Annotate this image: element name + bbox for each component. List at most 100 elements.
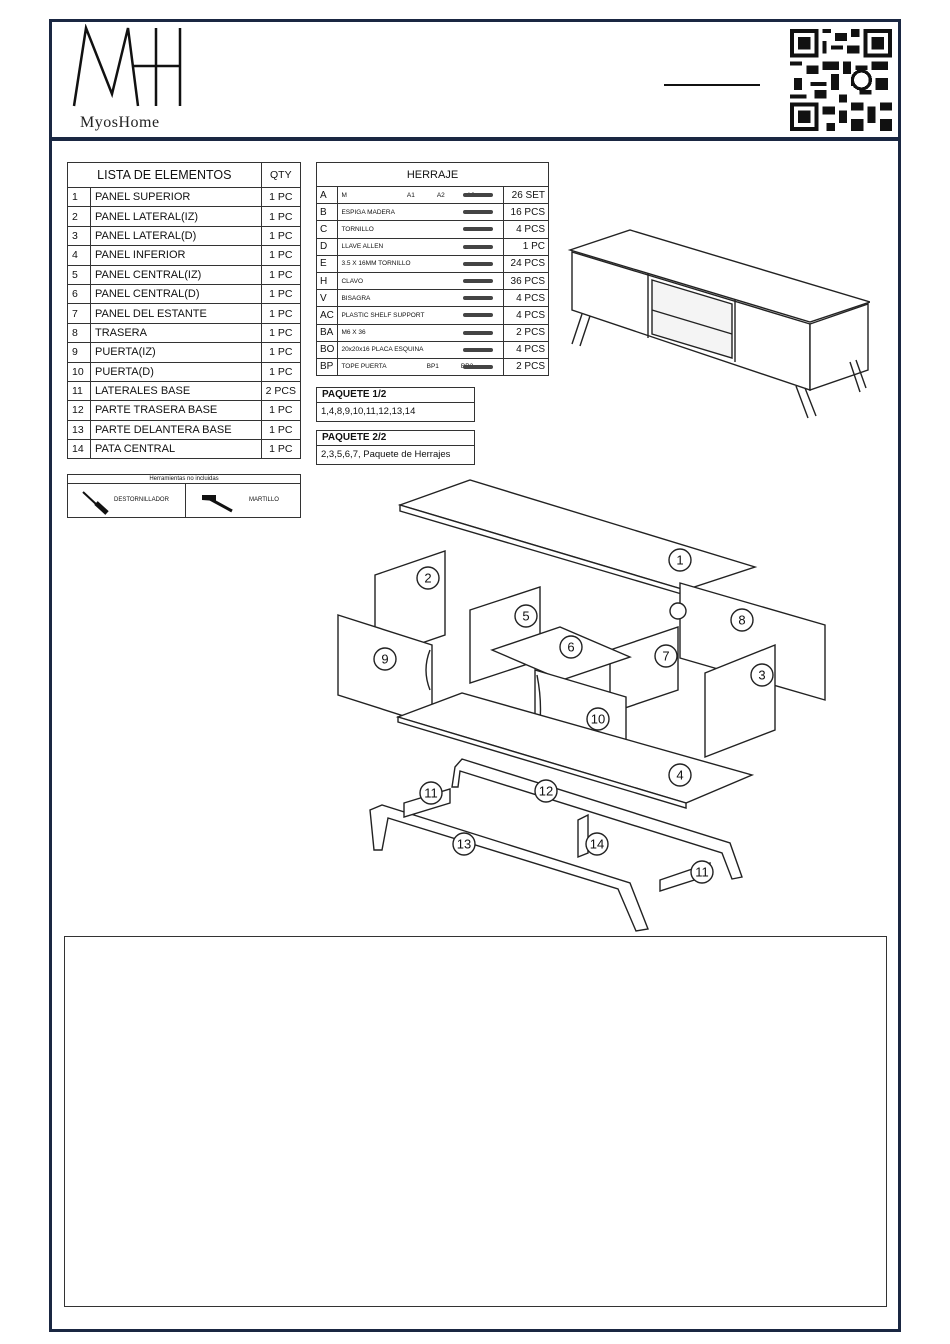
part-callout-number: 8 [738,613,745,628]
hardware-description: M6 X 36 [341,329,366,337]
hardware-row: AMA1A2A326 SET [315,185,549,205]
elements-list-name: PARTE DELANTERA BASE [90,419,262,441]
elements-list-name: PANEL LATERAL(IZ) [90,206,262,227]
hardware-code: H [315,271,339,291]
tool-label-screwdriver: DESTORNILLADOR [114,497,169,503]
hardware-code: AC [315,306,339,325]
elements-list-number: 3 [67,225,91,247]
hardware-description: PLASTIC SHELF SUPPORT [341,311,425,319]
hardware-qty: 4 PCS [503,220,549,239]
part-callout-number: 10 [591,712,605,727]
elements-list-qty: 1 PC [260,264,302,285]
part-callout-number: 11 [424,786,438,801]
part-callout: 1 [668,548,692,572]
part-callout-number: 1 [676,553,683,568]
part-14-center-leg [577,813,589,859]
hardware-code: BO [315,340,339,359]
elements-list-name: PATA CENTRAL [90,439,262,460]
hardware-qty: 2 PCS [503,357,549,377]
elements-list-qty: 1 PC [260,225,302,247]
small-screw-icon [463,261,493,266]
elements-list-name: PANEL CENTRAL(IZ) [90,264,262,285]
elements-list-name: PANEL SUPERIOR [90,186,262,208]
tool-label-hammer: MARTILLO [249,497,279,503]
hardware-description: M [341,191,347,199]
part-callout-number: 14 [590,837,604,852]
part-callout: 7 [654,644,678,668]
part-13-base-front [369,804,649,932]
notes-box [64,936,887,1307]
part-callout-number: 2 [424,571,431,586]
hardware-qty: 16 PCS [503,203,549,222]
part-callout: 5 [514,604,538,628]
elements-list-name: TRASERA [90,322,262,344]
part-callout-number: 9 [381,652,388,667]
brand-logo [72,24,182,107]
package-1: PAQUETE 1/2 1,4,8,9,10,11,12,13,14 [316,387,475,422]
hardware-qty: 36 PCS [503,271,549,291]
qr-code-icon[interactable] [790,29,892,131]
elements-list-name: PARTE TRASERA BASE [90,400,262,421]
hardware-qty: 1 PC [503,237,549,256]
hardware-title: HERRAJE [316,162,549,187]
elements-list-qty: 1 PC [260,400,302,421]
page-frame [49,19,901,1332]
hardware-description: 20x20x16 PLACA ESQUINA [341,346,424,354]
elements-list-name: PANEL CENTRAL(D) [90,283,262,305]
hardware-description: BISAGRA [341,294,371,302]
elements-list-qty: 1 PC [260,245,302,266]
part-callout: 12 [534,779,558,803]
hardware-code: A [315,185,339,205]
dowel-icon [463,210,493,215]
elements-list-qty: 1 PC [260,322,302,344]
hardware-code: V [315,289,339,308]
package-1-contents: 1,4,8,9,10,11,12,13,14 [321,406,416,417]
part-callout: 14 [585,832,609,856]
hardware-qty: 4 PCS [503,340,549,359]
elements-list-number: 7 [67,303,91,324]
assembled-cabinet-illustration [567,229,870,419]
hammer-icon [202,495,233,513]
hardware-qty: 4 PCS [503,289,549,308]
part-callout-number: 11 [695,865,709,880]
hardware-qty: 4 PCS [503,306,549,325]
screwdriver-icon [82,491,109,515]
elements-list-name: LATERALES BASE [90,380,262,402]
package-2-title: PAQUETE 2/2 [317,431,474,446]
elements-list-name: PUERTA(D) [90,361,262,382]
elements-list-number: 10 [67,361,91,382]
allen-key-icon [463,244,493,249]
elements-list-name: PANEL DEL ESTANTE [90,303,262,324]
elements-list-name: PANEL LATERAL(D) [90,225,262,247]
hardware-description: 3.5 X 16MM TORNILLO [341,260,411,268]
title-underline [664,84,760,86]
hardware-description: CLAVO [341,277,364,285]
part-callout: 11 [419,781,443,805]
part-callout: 2 [416,566,440,590]
part-callout-number: 3 [758,668,765,683]
elements-list-number: 4 [67,245,91,266]
part-callout-number: 13 [457,837,471,852]
part-callout-number: 6 [567,640,574,655]
part-callout: 11 [690,860,714,884]
elements-list-qty: 1 PC [260,186,302,208]
elements-list-qty: 1 PC [260,439,302,460]
